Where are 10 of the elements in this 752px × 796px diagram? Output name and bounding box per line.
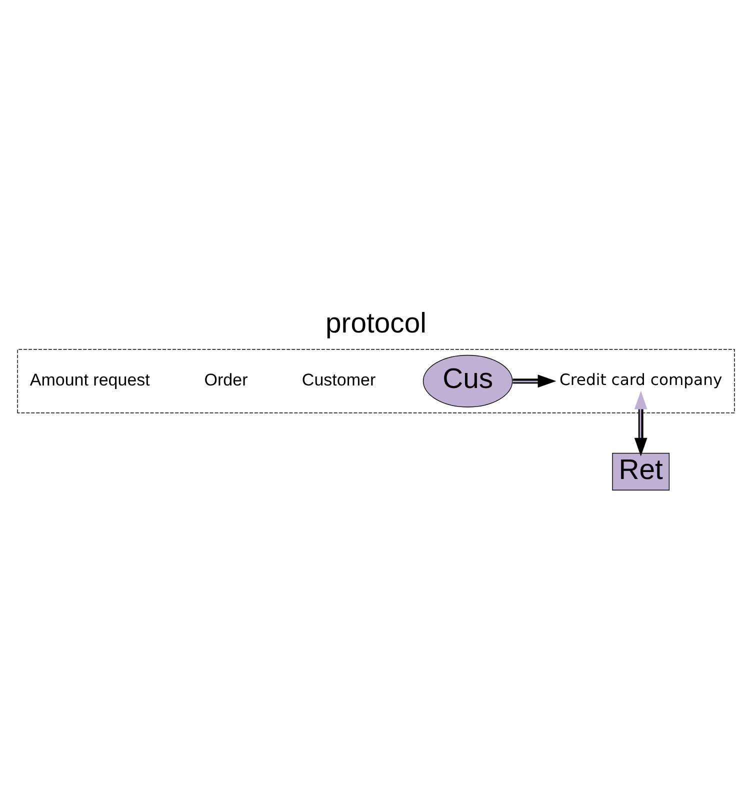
- label: Customer: [302, 370, 376, 390]
- node-ellipse: Cus: [422, 354, 513, 407]
- label: Order: [204, 370, 248, 390]
- node-text: Credit card company: [560, 370, 722, 389]
- arrow: [634, 390, 648, 456]
- cluster: [17, 348, 735, 413]
- node-box: Ret: [612, 452, 670, 490]
- diagram-title: protocol: [326, 306, 426, 339]
- label: Amount request: [30, 370, 150, 390]
- arrow: [512, 374, 556, 388]
